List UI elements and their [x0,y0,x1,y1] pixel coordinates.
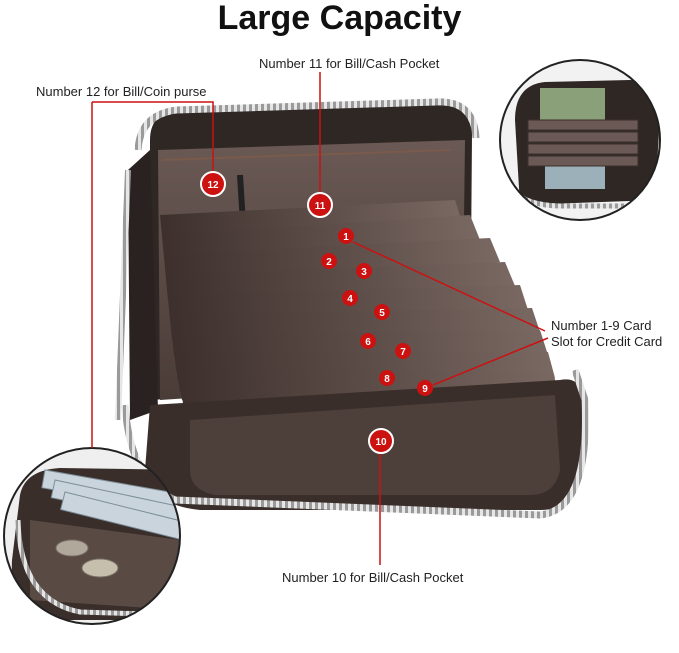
svg-text:2: 2 [326,257,332,268]
svg-text:3: 3 [361,267,367,278]
svg-text:9: 9 [422,384,428,395]
marker-6: 6 [360,333,376,349]
marker-2: 2 [321,253,337,269]
marker-10: 10 [368,428,394,454]
marker-3: 3 [356,263,372,279]
marker-5: 5 [374,304,390,320]
label-slots-line2: Slot for Credit Card [551,334,663,349]
label-purse-12: Number 12 for Bill/Coin purse [36,84,207,99]
inset-bottom-left [3,447,181,625]
svg-text:1: 1 [343,232,349,243]
marker-8: 8 [379,370,395,386]
callout-lines [91,72,549,565]
marker-1: 1 [338,228,354,244]
svg-text:7: 7 [400,347,406,358]
label-pocket-11: Number 11 for Bill/Cash Pocket [259,56,440,71]
marker-4: 4 [342,290,358,306]
svg-text:8: 8 [384,374,390,385]
svg-text:11: 11 [315,201,326,212]
svg-text:4: 4 [347,294,353,305]
svg-text:5: 5 [379,308,385,319]
marker-12: 12 [200,171,226,197]
marker-7: 7 [395,343,411,359]
label-pocket-10: Number 10 for Bill/Cash Pocket [282,570,464,585]
label-slots-line1: Number 1-9 Card [551,318,652,333]
page-title: Large Capacity [217,0,462,37]
svg-text:12: 12 [207,180,219,191]
svg-text:10: 10 [375,437,387,448]
marker-11: 11 [307,192,333,218]
marker-9: 9 [417,380,433,396]
inset-top-right [499,59,661,221]
svg-text:6: 6 [365,337,371,348]
card-slots [160,200,560,408]
